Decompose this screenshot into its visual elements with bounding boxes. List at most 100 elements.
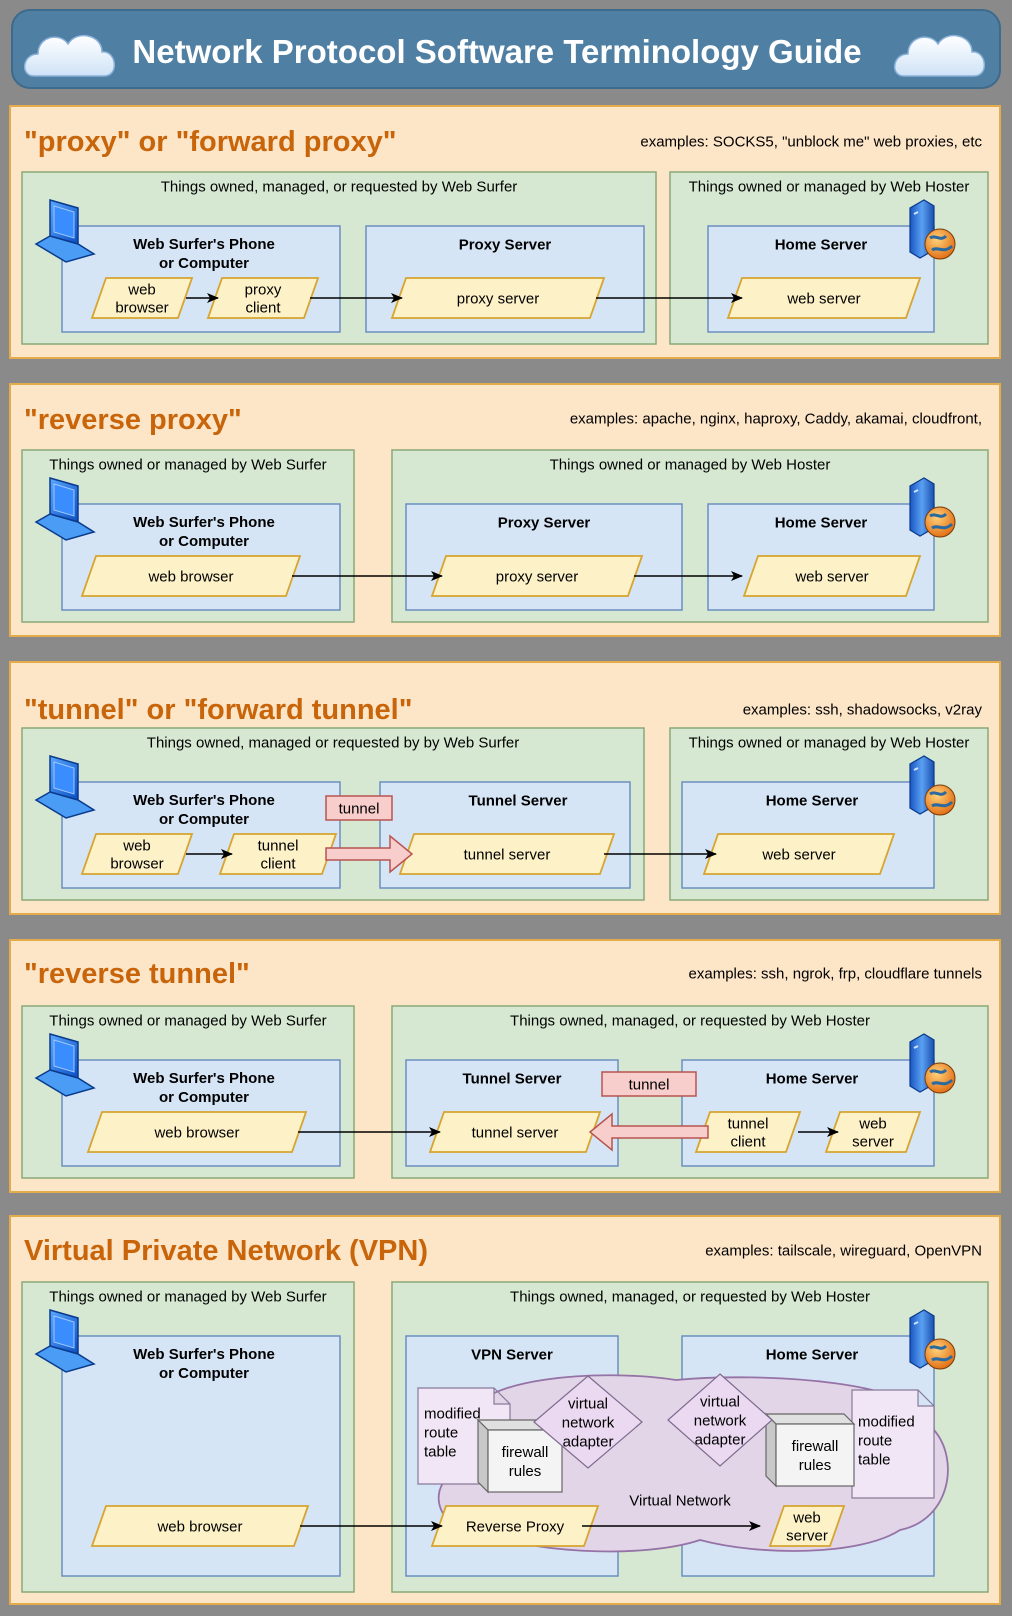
component-web-browser bbox=[90, 1505, 310, 1547]
component-web-server bbox=[702, 833, 896, 875]
component-web-server-label: web server bbox=[794, 568, 868, 585]
component-web-browser bbox=[86, 1111, 308, 1153]
component-web-server bbox=[824, 1111, 922, 1153]
component-web-server-label: web server bbox=[786, 290, 860, 307]
virtual-network-label: Virtual Network bbox=[629, 1492, 731, 1509]
cloud-icon bbox=[24, 34, 115, 77]
device-vpn-server-label: VPN Server bbox=[471, 1346, 553, 1363]
component-web-browser bbox=[90, 277, 194, 319]
device-tunnel-server-label: Tunnel Server bbox=[463, 1070, 562, 1087]
owner-box-web-surfer-label: Things owned, managed, or requested by W… bbox=[161, 178, 518, 195]
component-web-browser-label: web browser bbox=[156, 1518, 242, 1535]
component-web-browser bbox=[80, 833, 194, 875]
cloud-icon bbox=[894, 34, 985, 77]
component-web-server bbox=[726, 277, 922, 319]
section-examples: examples: tailscale, wireguard, OpenVPN bbox=[705, 1242, 982, 1259]
route-table-home bbox=[851, 1389, 935, 1499]
server-globe-icon bbox=[909, 1309, 956, 1370]
owner-box-web-hoster-label: Things owned or managed by Web Hoster bbox=[689, 734, 970, 751]
header: Network Protocol Software Terminology Gu… bbox=[11, 9, 1001, 89]
component-web-browser bbox=[80, 555, 302, 597]
owner-box-web-surfer-label: Things owned or managed by Web Surfer bbox=[49, 456, 326, 473]
device-home-server-label: Home Server bbox=[775, 514, 868, 531]
server-globe-icon bbox=[909, 477, 956, 538]
owner-box-web-surfer-label: Things owned or managed by Web Surfer bbox=[49, 1288, 326, 1305]
tunnel-label bbox=[325, 795, 393, 821]
component-tunnel-client bbox=[218, 833, 338, 875]
owner-box-web-hoster-label: Things owned, managed, or requested by W… bbox=[510, 1288, 870, 1305]
firewall-vpn bbox=[487, 1429, 563, 1493]
device-home-server-label: Home Server bbox=[775, 236, 868, 253]
tunnel-label-text: tunnel bbox=[339, 800, 380, 817]
owner-box-web-hoster-label: Things owned or managed by Web Hoster bbox=[689, 178, 970, 195]
section-examples: examples: apache, nginx, haproxy, Caddy,… bbox=[570, 410, 982, 427]
server-globe-icon bbox=[909, 755, 956, 816]
section-examples: examples: ssh, shadowsocks, v2ray bbox=[743, 701, 983, 718]
component-web-server-label: web server bbox=[761, 846, 835, 863]
component-proxy-server bbox=[430, 555, 644, 597]
owner-box-web-hoster-label: Things owned, managed, or requested by W… bbox=[510, 1012, 870, 1029]
page-title: Network Protocol Software Terminology Gu… bbox=[132, 33, 861, 70]
server-globe-icon bbox=[909, 199, 956, 260]
owner-box-web-hoster-label: Things owned or managed by Web Hoster bbox=[550, 456, 831, 473]
adapter-home bbox=[667, 1373, 773, 1467]
tunnel-arrow bbox=[325, 834, 414, 874]
component-web-browser-label: web browser bbox=[147, 568, 233, 585]
header-bar bbox=[11, 9, 1001, 89]
firewall-home-side bbox=[765, 1412, 777, 1488]
component-proxy-server-label: proxy server bbox=[457, 290, 540, 307]
laptop-icon bbox=[34, 755, 96, 819]
component-reverse-proxy-label: Reverse Proxy bbox=[466, 1518, 565, 1535]
sections: "proxy" or "forward proxy"examples: SOCK… bbox=[9, 105, 1001, 1605]
owner-box-web-surfer-label: Things owned or managed by Web Surfer bbox=[49, 1012, 326, 1029]
component-tunnel-server-label: tunnel server bbox=[464, 846, 551, 863]
section-title: Virtual Private Network (VPN) bbox=[24, 1235, 428, 1267]
section-examples: examples: ssh, ngrok, frp, cloudflare tu… bbox=[689, 965, 982, 982]
device-home-server-label: Home Server bbox=[766, 1346, 859, 1363]
section-title: "tunnel" or "forward tunnel" bbox=[24, 694, 412, 726]
component-proxy-server bbox=[390, 277, 606, 319]
device-home-server-label: Home Server bbox=[766, 1070, 859, 1087]
component-tunnel-server-label: tunnel server bbox=[472, 1124, 559, 1141]
laptop-icon bbox=[34, 199, 96, 263]
component-tunnel-server bbox=[428, 1111, 602, 1153]
device-home-server-label: Home Server bbox=[766, 792, 859, 809]
section-examples: examples: SOCKS5, "unblock me" web proxi… bbox=[640, 133, 982, 150]
device-tunnel-server-label: Tunnel Server bbox=[469, 792, 568, 809]
adapter-vpn bbox=[533, 1375, 643, 1469]
tunnel-label bbox=[601, 1071, 697, 1097]
laptop-icon bbox=[34, 477, 96, 541]
owner-box-web-surfer-label: Things owned, managed or requested by by… bbox=[147, 734, 519, 751]
component-web-browser-label: web browser bbox=[153, 1124, 239, 1141]
device-proxy-server-label: Proxy Server bbox=[498, 514, 591, 531]
section-title: "reverse tunnel" bbox=[24, 958, 250, 990]
laptop-icon bbox=[34, 1309, 96, 1373]
section-title: "reverse proxy" bbox=[24, 404, 242, 436]
component-proxy-client bbox=[206, 277, 320, 319]
device-proxy-server-label: Proxy Server bbox=[459, 236, 552, 253]
component-web-server bbox=[768, 1505, 846, 1547]
component-web-server bbox=[742, 555, 922, 597]
laptop-icon bbox=[34, 1033, 96, 1097]
server-globe-icon bbox=[909, 1033, 956, 1094]
tunnel-label-text: tunnel bbox=[629, 1076, 670, 1093]
firewall-vpn-side bbox=[477, 1418, 489, 1494]
component-proxy-server-label: proxy server bbox=[496, 568, 579, 585]
